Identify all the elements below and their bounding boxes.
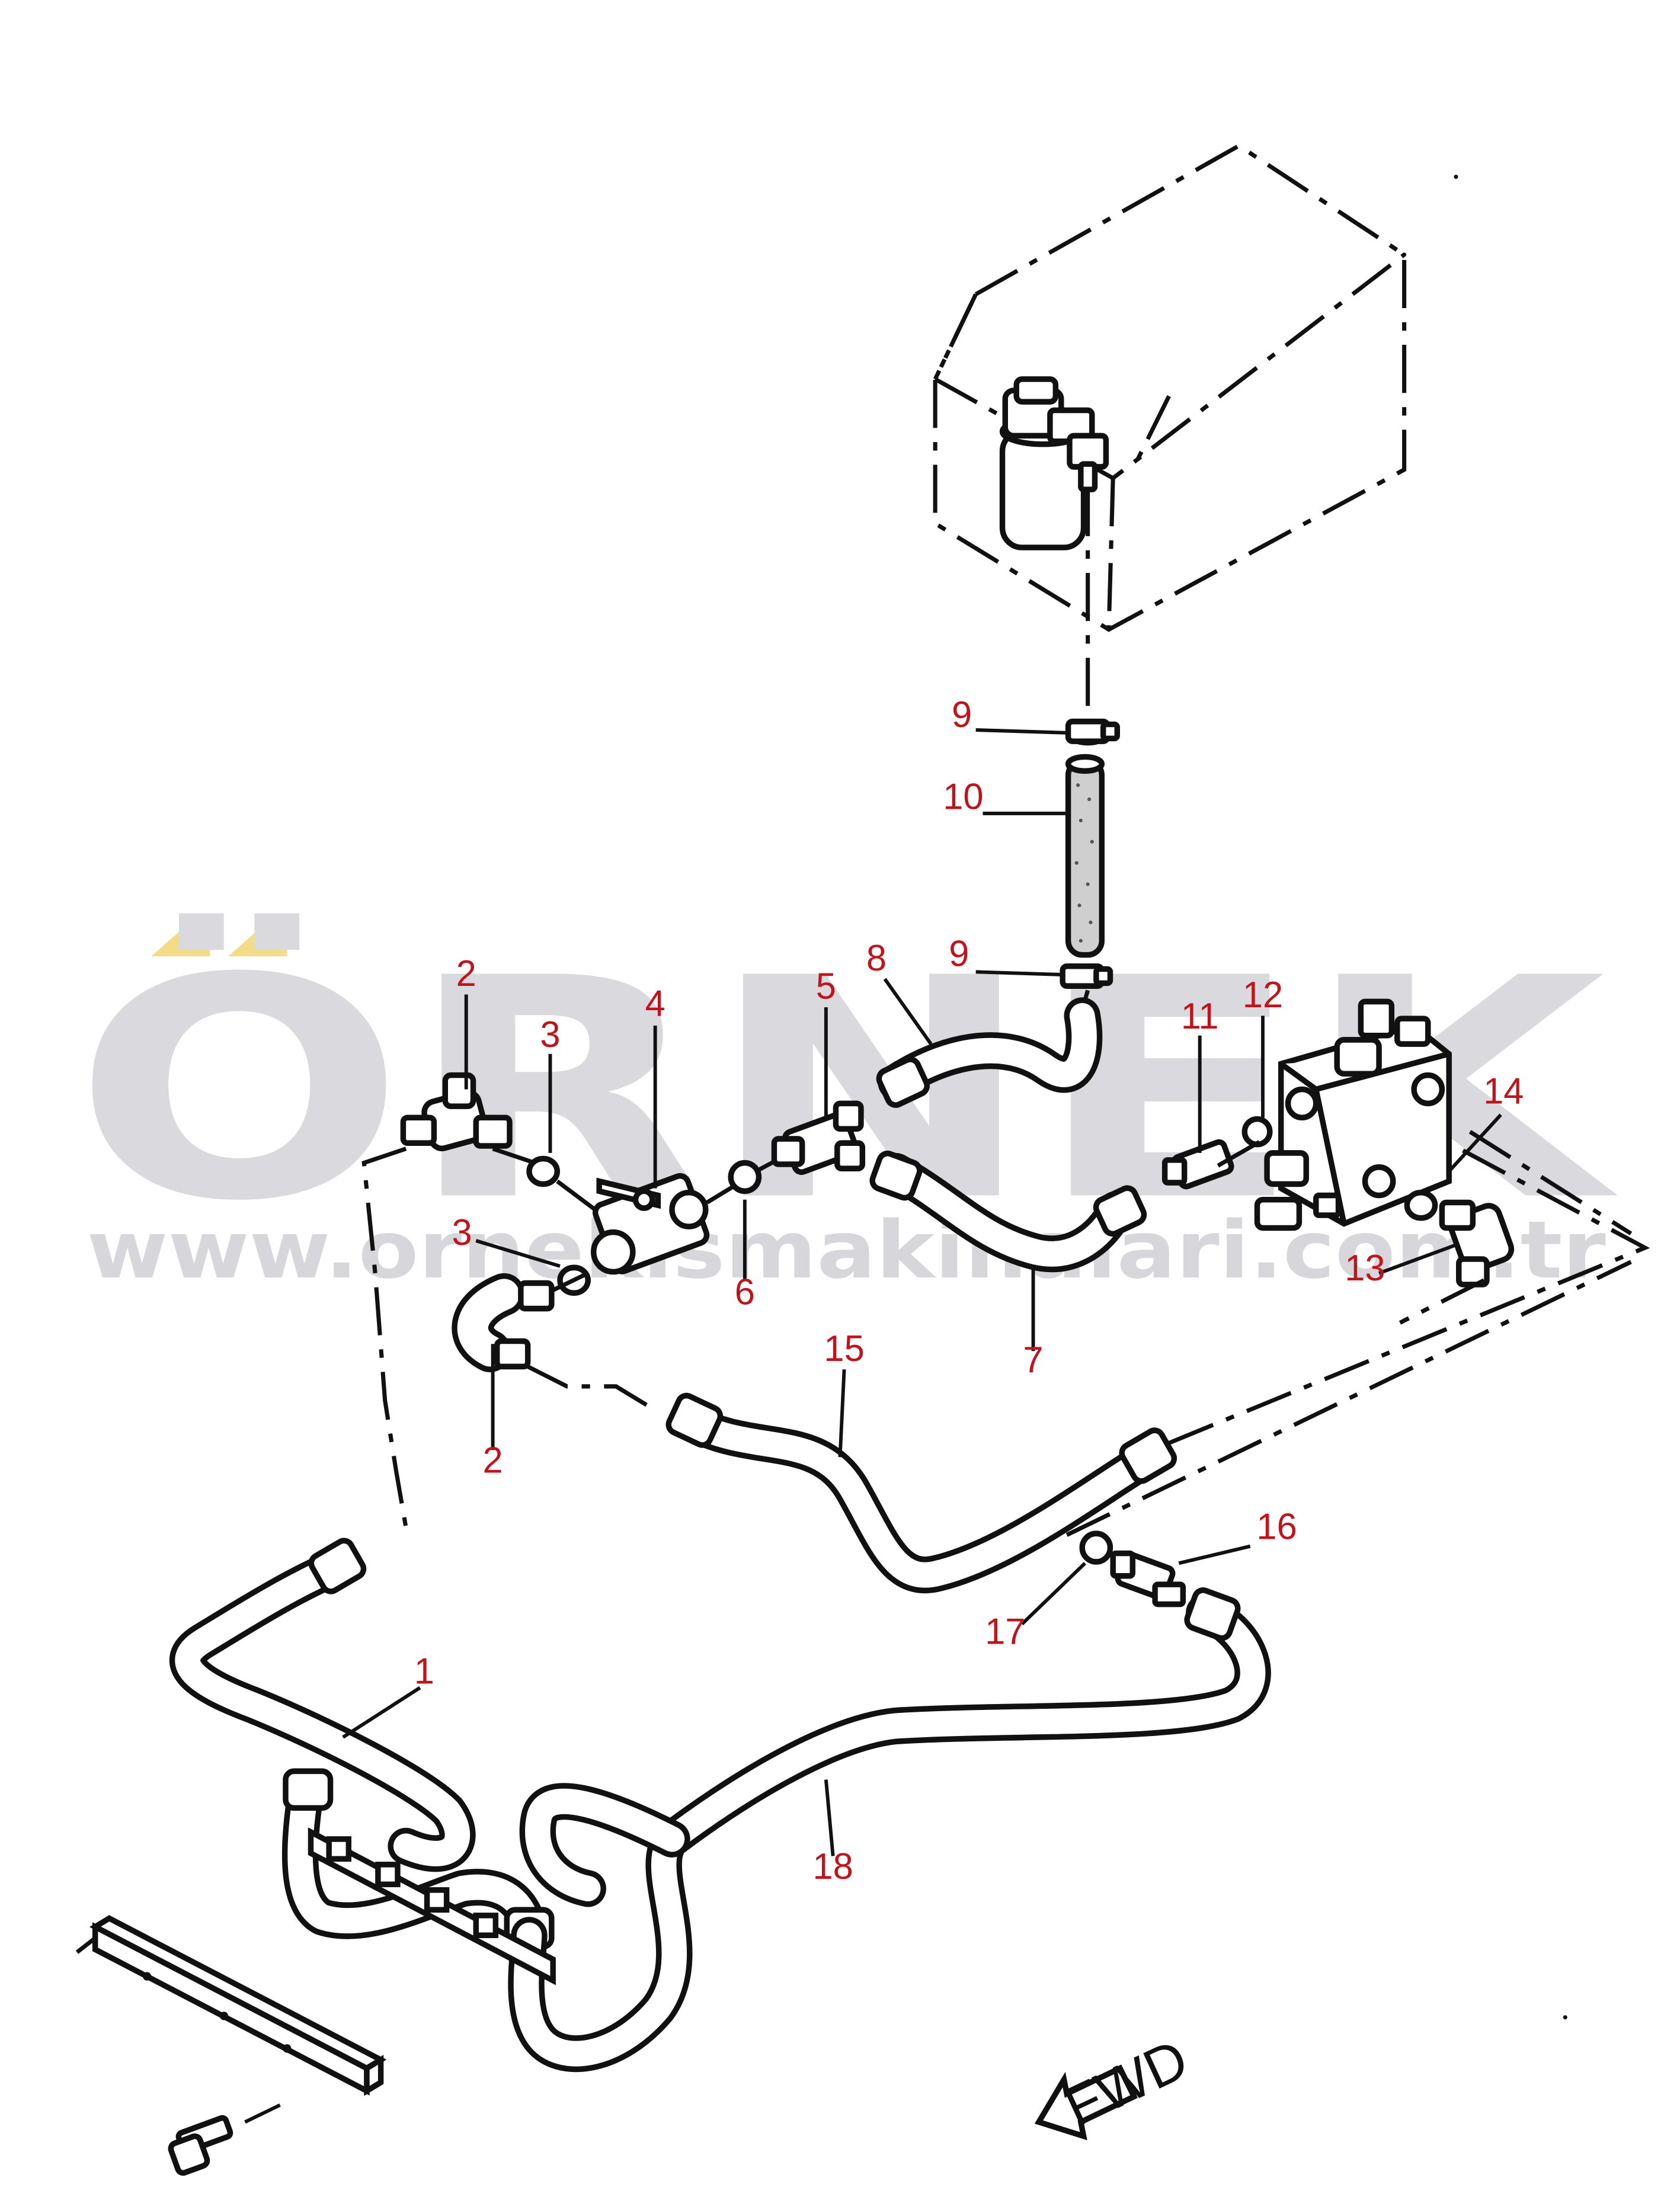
- suction-hose: [1065, 754, 1105, 958]
- mounting-bolt: [168, 2103, 281, 2176]
- callout-8: 8: [866, 938, 887, 979]
- fitting-16: [1110, 1550, 1186, 1607]
- shutoff-valve: [590, 1173, 710, 1275]
- callout-17: 17: [985, 1611, 1025, 1652]
- callout-9-bottom: 9: [949, 933, 969, 974]
- callout-5: 5: [816, 966, 836, 1007]
- callout-11: 11: [1181, 996, 1219, 1037]
- hose-clamp-upper: [1065, 718, 1120, 746]
- watermark-umlaut-right: [228, 926, 287, 957]
- callout-4: 4: [645, 983, 665, 1024]
- hydraulic-tank: [933, 143, 1407, 632]
- elbow-fitting-13: [1404, 1190, 1515, 1288]
- callout-3-top: 3: [540, 1014, 560, 1055]
- callout-2-top: 2: [456, 953, 476, 994]
- mounting-rail: [89, 1915, 387, 2096]
- callout-13: 13: [1345, 1248, 1385, 1289]
- callout-6: 6: [735, 1272, 755, 1312]
- fitting-11: [1161, 1139, 1234, 1190]
- callout-7: 7: [1023, 1340, 1043, 1381]
- o-ring-17: [1079, 1530, 1113, 1565]
- fwd-label: FWD: [1055, 2028, 1198, 2139]
- control-valve-block: [1254, 998, 1452, 1231]
- callouts: 2 3 4 5 8 9 10 9 11 12 14 3 6 7 13 15 2 …: [414, 694, 1524, 1887]
- callout-12: 12: [1243, 975, 1283, 1016]
- tank-filter: [999, 376, 1109, 550]
- tube-clamp-bar: [308, 1827, 556, 1985]
- watermark-umlaut-left: [151, 926, 210, 957]
- o-ring-6: [728, 1160, 762, 1194]
- callout-1: 1: [414, 1651, 434, 1692]
- tube-1: [169, 1538, 555, 1950]
- callout-10: 10: [943, 776, 983, 817]
- tube-7: [869, 1150, 1147, 1273]
- fitting-5: [771, 1100, 866, 1176]
- fwd-arrow-icon: FWD: [1034, 2028, 1198, 2141]
- tube-18: [508, 1587, 1271, 2073]
- callout-16: 16: [1256, 1506, 1297, 1547]
- connection-lines: [361, 1130, 1650, 1537]
- tube-15: [665, 1392, 1177, 1594]
- leader-lines: [342, 728, 1502, 1856]
- callout-2-bottom: 2: [483, 1440, 503, 1481]
- callout-15: 15: [824, 1328, 864, 1369]
- elbow-fitting-lower: [452, 1273, 555, 1373]
- callout-18: 18: [813, 1846, 853, 1887]
- hose-clamp-lower: [1060, 963, 1113, 989]
- o-ring-upper: [526, 1155, 560, 1187]
- callout-3-bottom: 3: [452, 1212, 472, 1253]
- tube-8: [876, 997, 1103, 1108]
- elbow-fitting-upper: [400, 1072, 513, 1152]
- o-ring-12: [1241, 1116, 1273, 1148]
- callout-9-top: 9: [952, 694, 972, 735]
- callout-14: 14: [1483, 1071, 1524, 1112]
